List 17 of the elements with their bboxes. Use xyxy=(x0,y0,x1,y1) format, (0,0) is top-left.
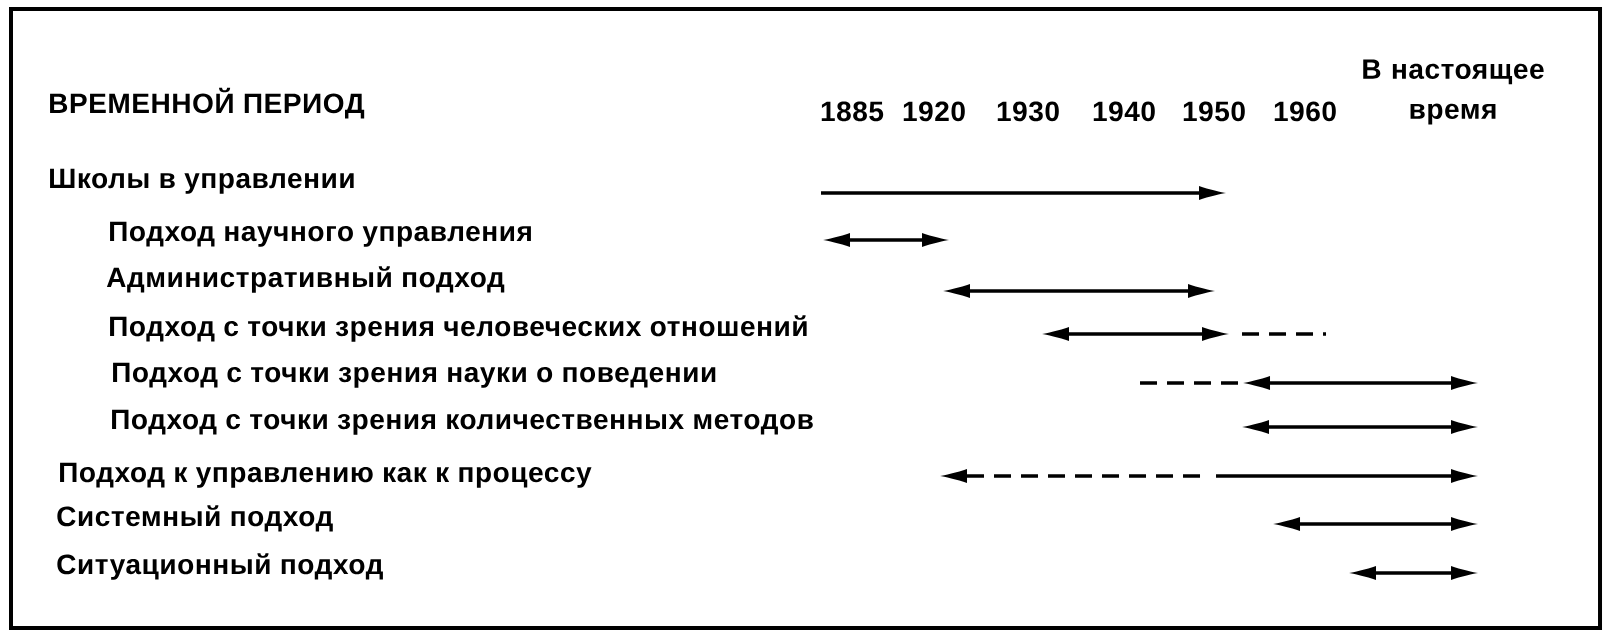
year-label: В настоящее время xyxy=(1363,59,1544,125)
row-label: Подход научного управления xyxy=(110,221,531,247)
row-label: Подход с точки зрения количественных методов xyxy=(112,409,813,435)
year-label: 1960 xyxy=(1274,101,1336,122)
row-label: Подход с точки зрения науки о поведении xyxy=(113,362,716,388)
row-label: Подход с точки зрения человеческих отношений xyxy=(110,315,807,342)
year-label: 1920 xyxy=(903,101,965,122)
year-label: 1930 xyxy=(997,101,1059,122)
row-label: Школы в управлении xyxy=(50,168,354,194)
year-label: 1950 xyxy=(1183,101,1245,122)
row-label: Системный подход xyxy=(57,505,333,532)
row-label: Административный подход xyxy=(106,266,505,293)
year-label: 1940 xyxy=(1093,101,1155,122)
row-label: Подход к управлению как к процессу xyxy=(60,462,592,488)
row-label: Ситуационный подход xyxy=(57,553,383,580)
column-heading: ВРЕМЕННОЙ ПЕРИОД xyxy=(50,87,365,119)
year-label: 1885 xyxy=(821,101,884,122)
